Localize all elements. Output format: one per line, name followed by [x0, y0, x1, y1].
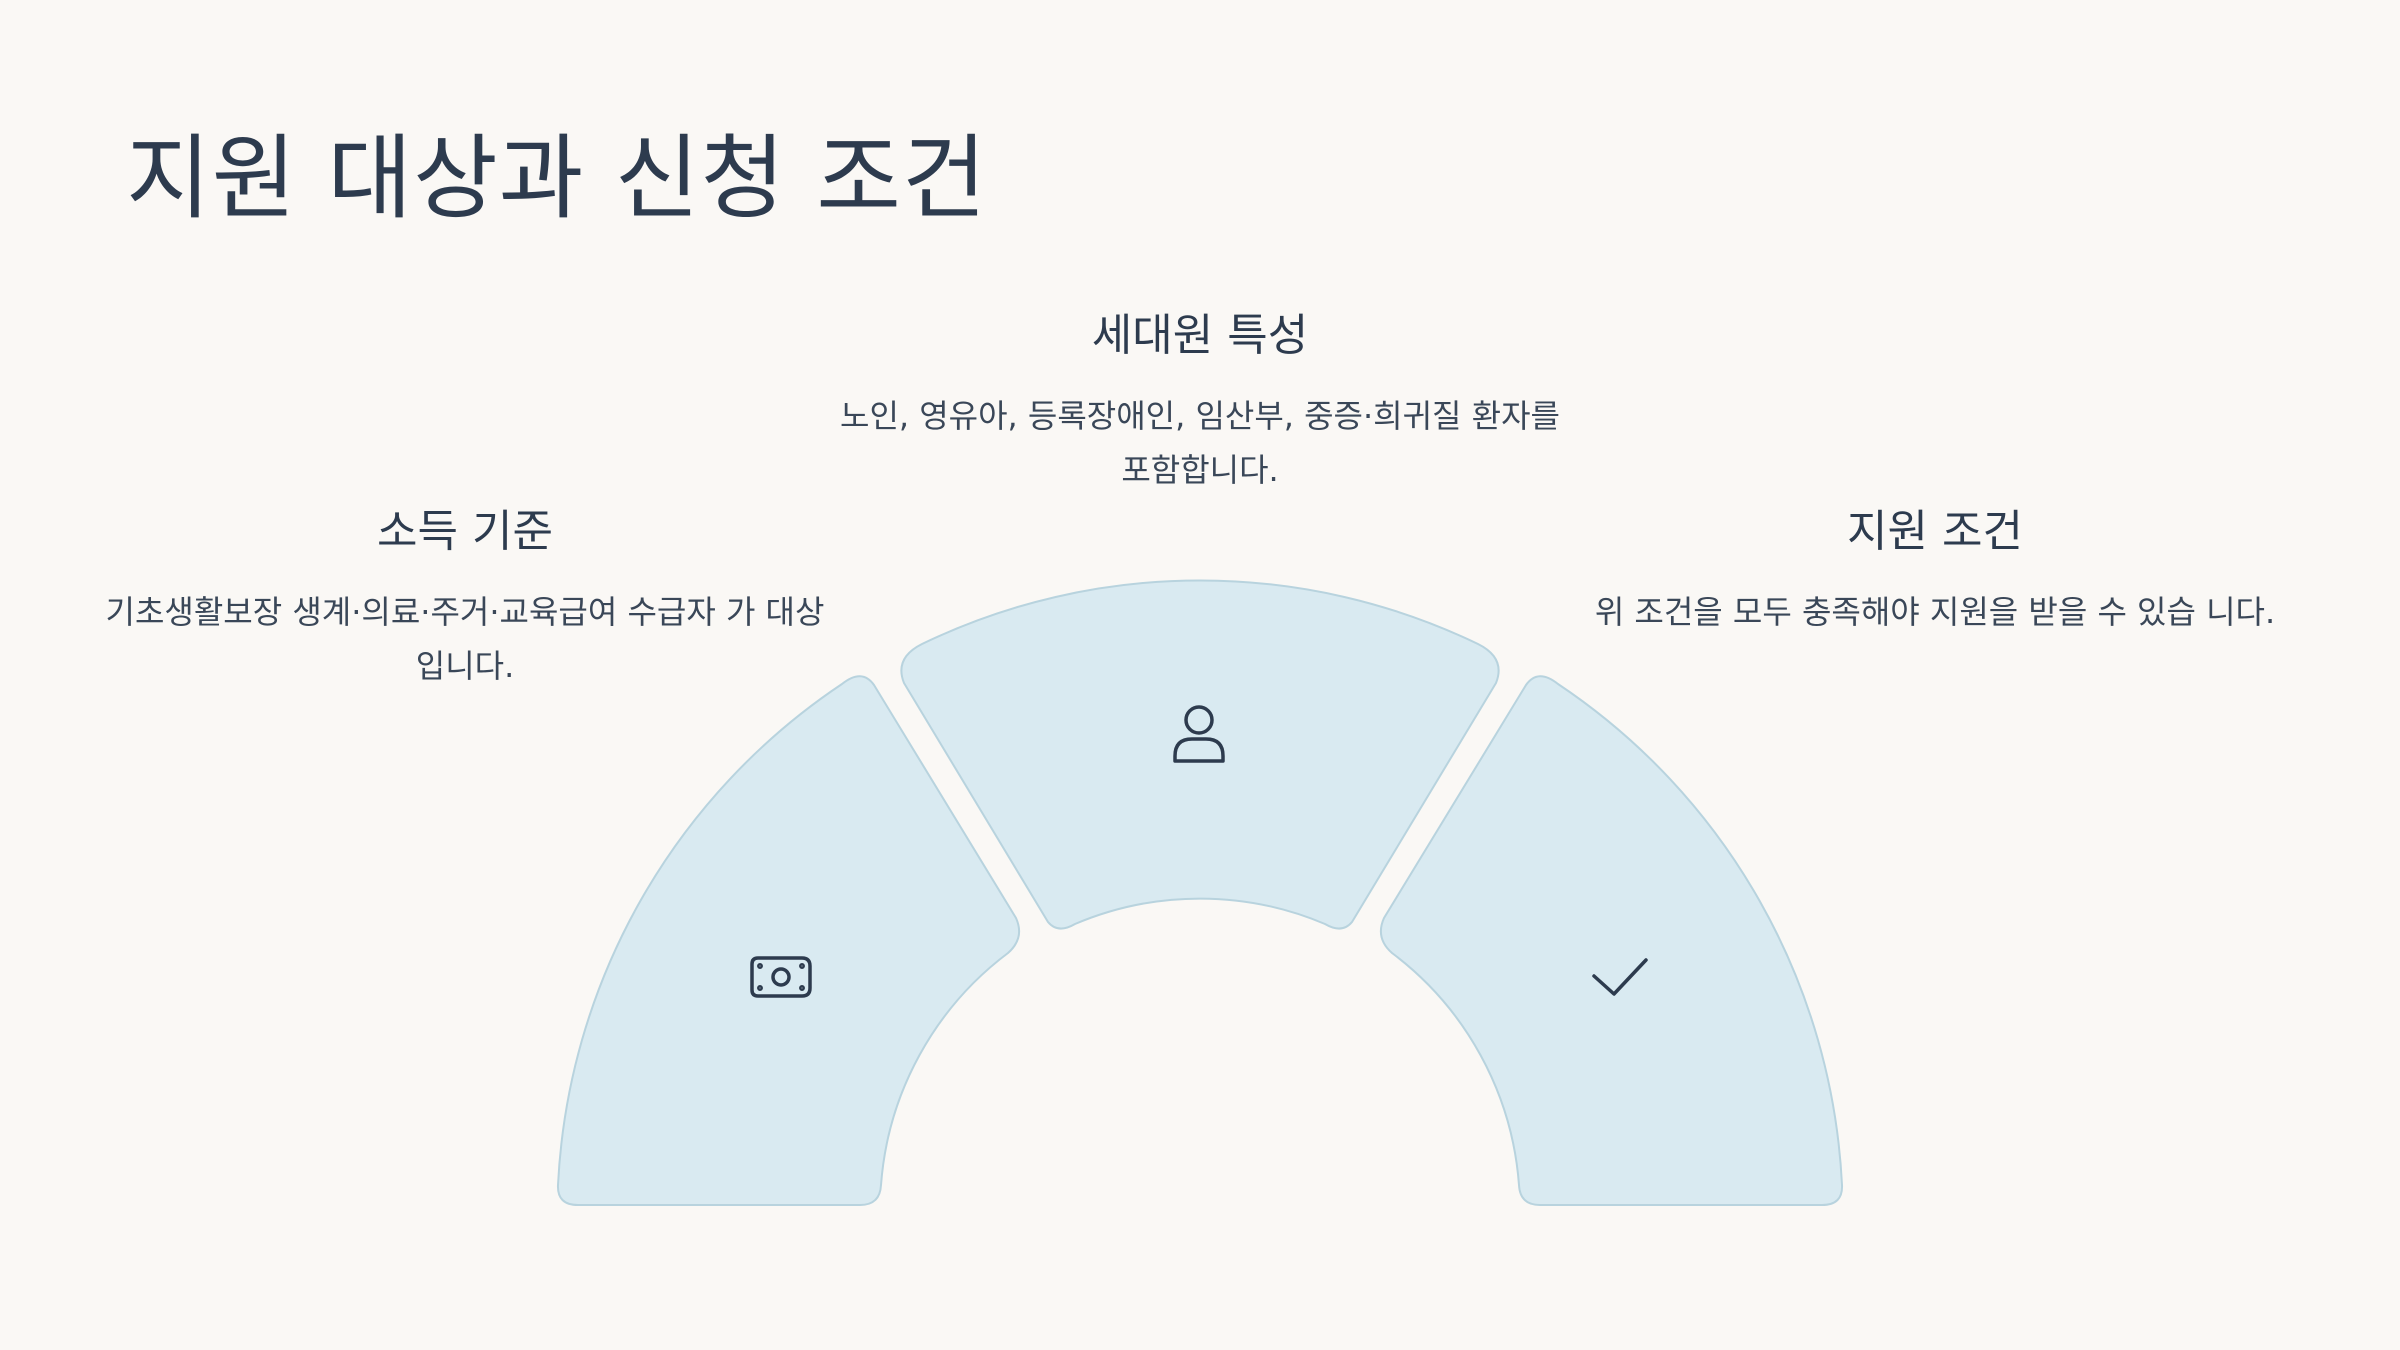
page-title: 지원 대상과 신청 조건: [126, 125, 988, 232]
label-support-conditions: 지원 조건 위 조건을 모두 충족해야 지원을 받을 수 있습 니다.: [1575, 506, 2295, 639]
segment-description: 위 조건을 모두 충족해야 지원을 받을 수 있습 니다.: [1594, 592, 2276, 631]
label-income-criteria: 소득 기준 기초생활보장 생계·의료·주거·교육급여 수급자 가 대상입니다.: [105, 506, 825, 693]
segment-income: [556, 675, 1021, 1206]
money-icon: [750, 956, 812, 998]
segment-description: 노인, 영유아, 등록장애인, 임산부, 중증·희귀질 환자를 포함합니다.: [840, 396, 1560, 489]
segment-heading: 지원 조건: [1847, 506, 2023, 557]
label-household-characteristics: 세대원 특성 노인, 영유아, 등록장애인, 임산부, 중증·희귀질 환자를 포…: [840, 310, 1560, 497]
person-icon: [1173, 705, 1225, 763]
segment-description: 기초생활보장 생계·의료·주거·교육급여 수급자 가 대상입니다.: [105, 592, 825, 685]
segment-conditions: [1379, 675, 1844, 1206]
segment-heading: 소득 기준: [377, 506, 553, 557]
check-icon: [1592, 958, 1648, 996]
segment-heading: 세대원 특성: [1091, 310, 1309, 361]
segment-household: [900, 579, 1500, 930]
